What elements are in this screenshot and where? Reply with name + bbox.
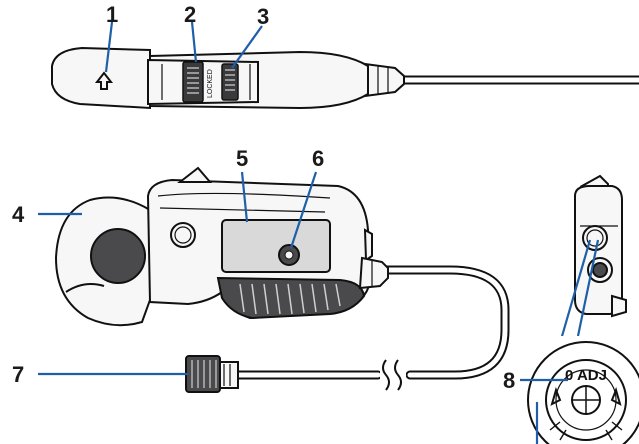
side-button[interactable] [170, 222, 196, 248]
magnifier-circle [527, 341, 639, 444]
zero-adjust-label: 0 ADJ [565, 367, 607, 384]
callout-3: 3 [257, 4, 269, 29]
callout-7: 7 [12, 362, 24, 387]
side-view: 0 ADJ [527, 174, 639, 444]
top-view: LOCKED [51, 46, 639, 110]
callout-numbers: 1 2 3 4 5 6 7 8 [12, 2, 515, 393]
main-view [54, 166, 510, 393]
jaw-opening [90, 228, 146, 284]
callout-5: 5 [236, 146, 248, 171]
top-strain-relief [364, 62, 405, 98]
up-arrow-icon [94, 71, 114, 90]
callout-6: 6 [312, 146, 324, 171]
release-slider[interactable] [182, 61, 204, 103]
leader-lines [38, 21, 568, 444]
callout-8: 8 [503, 368, 515, 393]
callout-4: 4 [12, 202, 25, 227]
locked-label: LOCKED [207, 69, 214, 98]
bnc-connector[interactable] [185, 355, 239, 393]
lock-switch[interactable] [221, 63, 239, 101]
main-strain-relief [358, 256, 389, 290]
zero-adjust-panel [221, 219, 331, 273]
callout-2: 2 [184, 2, 196, 27]
callout-1: 1 [106, 2, 118, 27]
